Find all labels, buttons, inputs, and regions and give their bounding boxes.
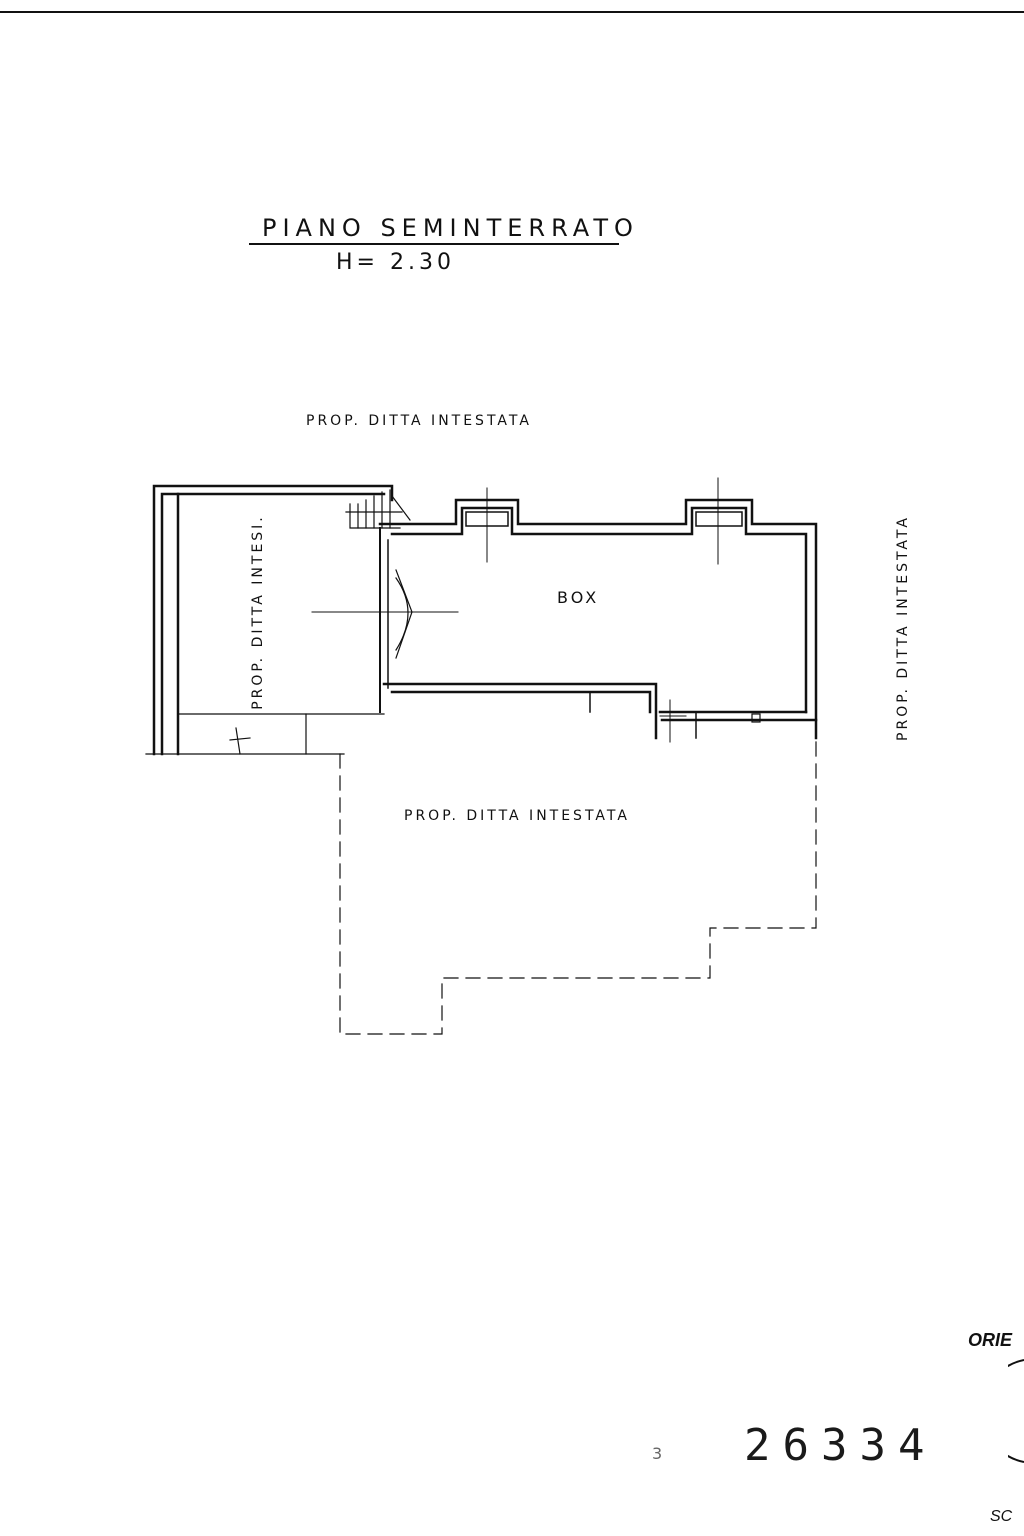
property-label-bottom: PROP. DITTA INTESTATA	[404, 808, 630, 824]
axis-lines	[311, 477, 719, 743]
room-label-box: BOX	[557, 588, 600, 607]
left-property-walls	[145, 484, 394, 756]
floor-height: H= 2.30	[336, 250, 455, 275]
scale-label: SC	[990, 1508, 1013, 1525]
orientation-label: ORIE	[968, 1330, 1013, 1350]
compass-icon	[1008, 1359, 1024, 1463]
staircase	[345, 489, 411, 529]
property-label-right: PROP. DITTA INTESTATA	[895, 515, 911, 741]
property-label-top: PROP. DITTA INTESTATA	[306, 413, 532, 429]
floor-title: PIANO SEMINTERRATO	[262, 214, 639, 242]
property-label-left: PROP. DITTA INTESI.	[250, 514, 266, 710]
sheet-number: 26334	[744, 1420, 937, 1471]
bottom-property-dashed	[339, 737, 817, 1035]
door-swing	[395, 569, 413, 659]
box-room-walls	[378, 498, 818, 740]
sheet-prefix: 3	[652, 1444, 667, 1463]
